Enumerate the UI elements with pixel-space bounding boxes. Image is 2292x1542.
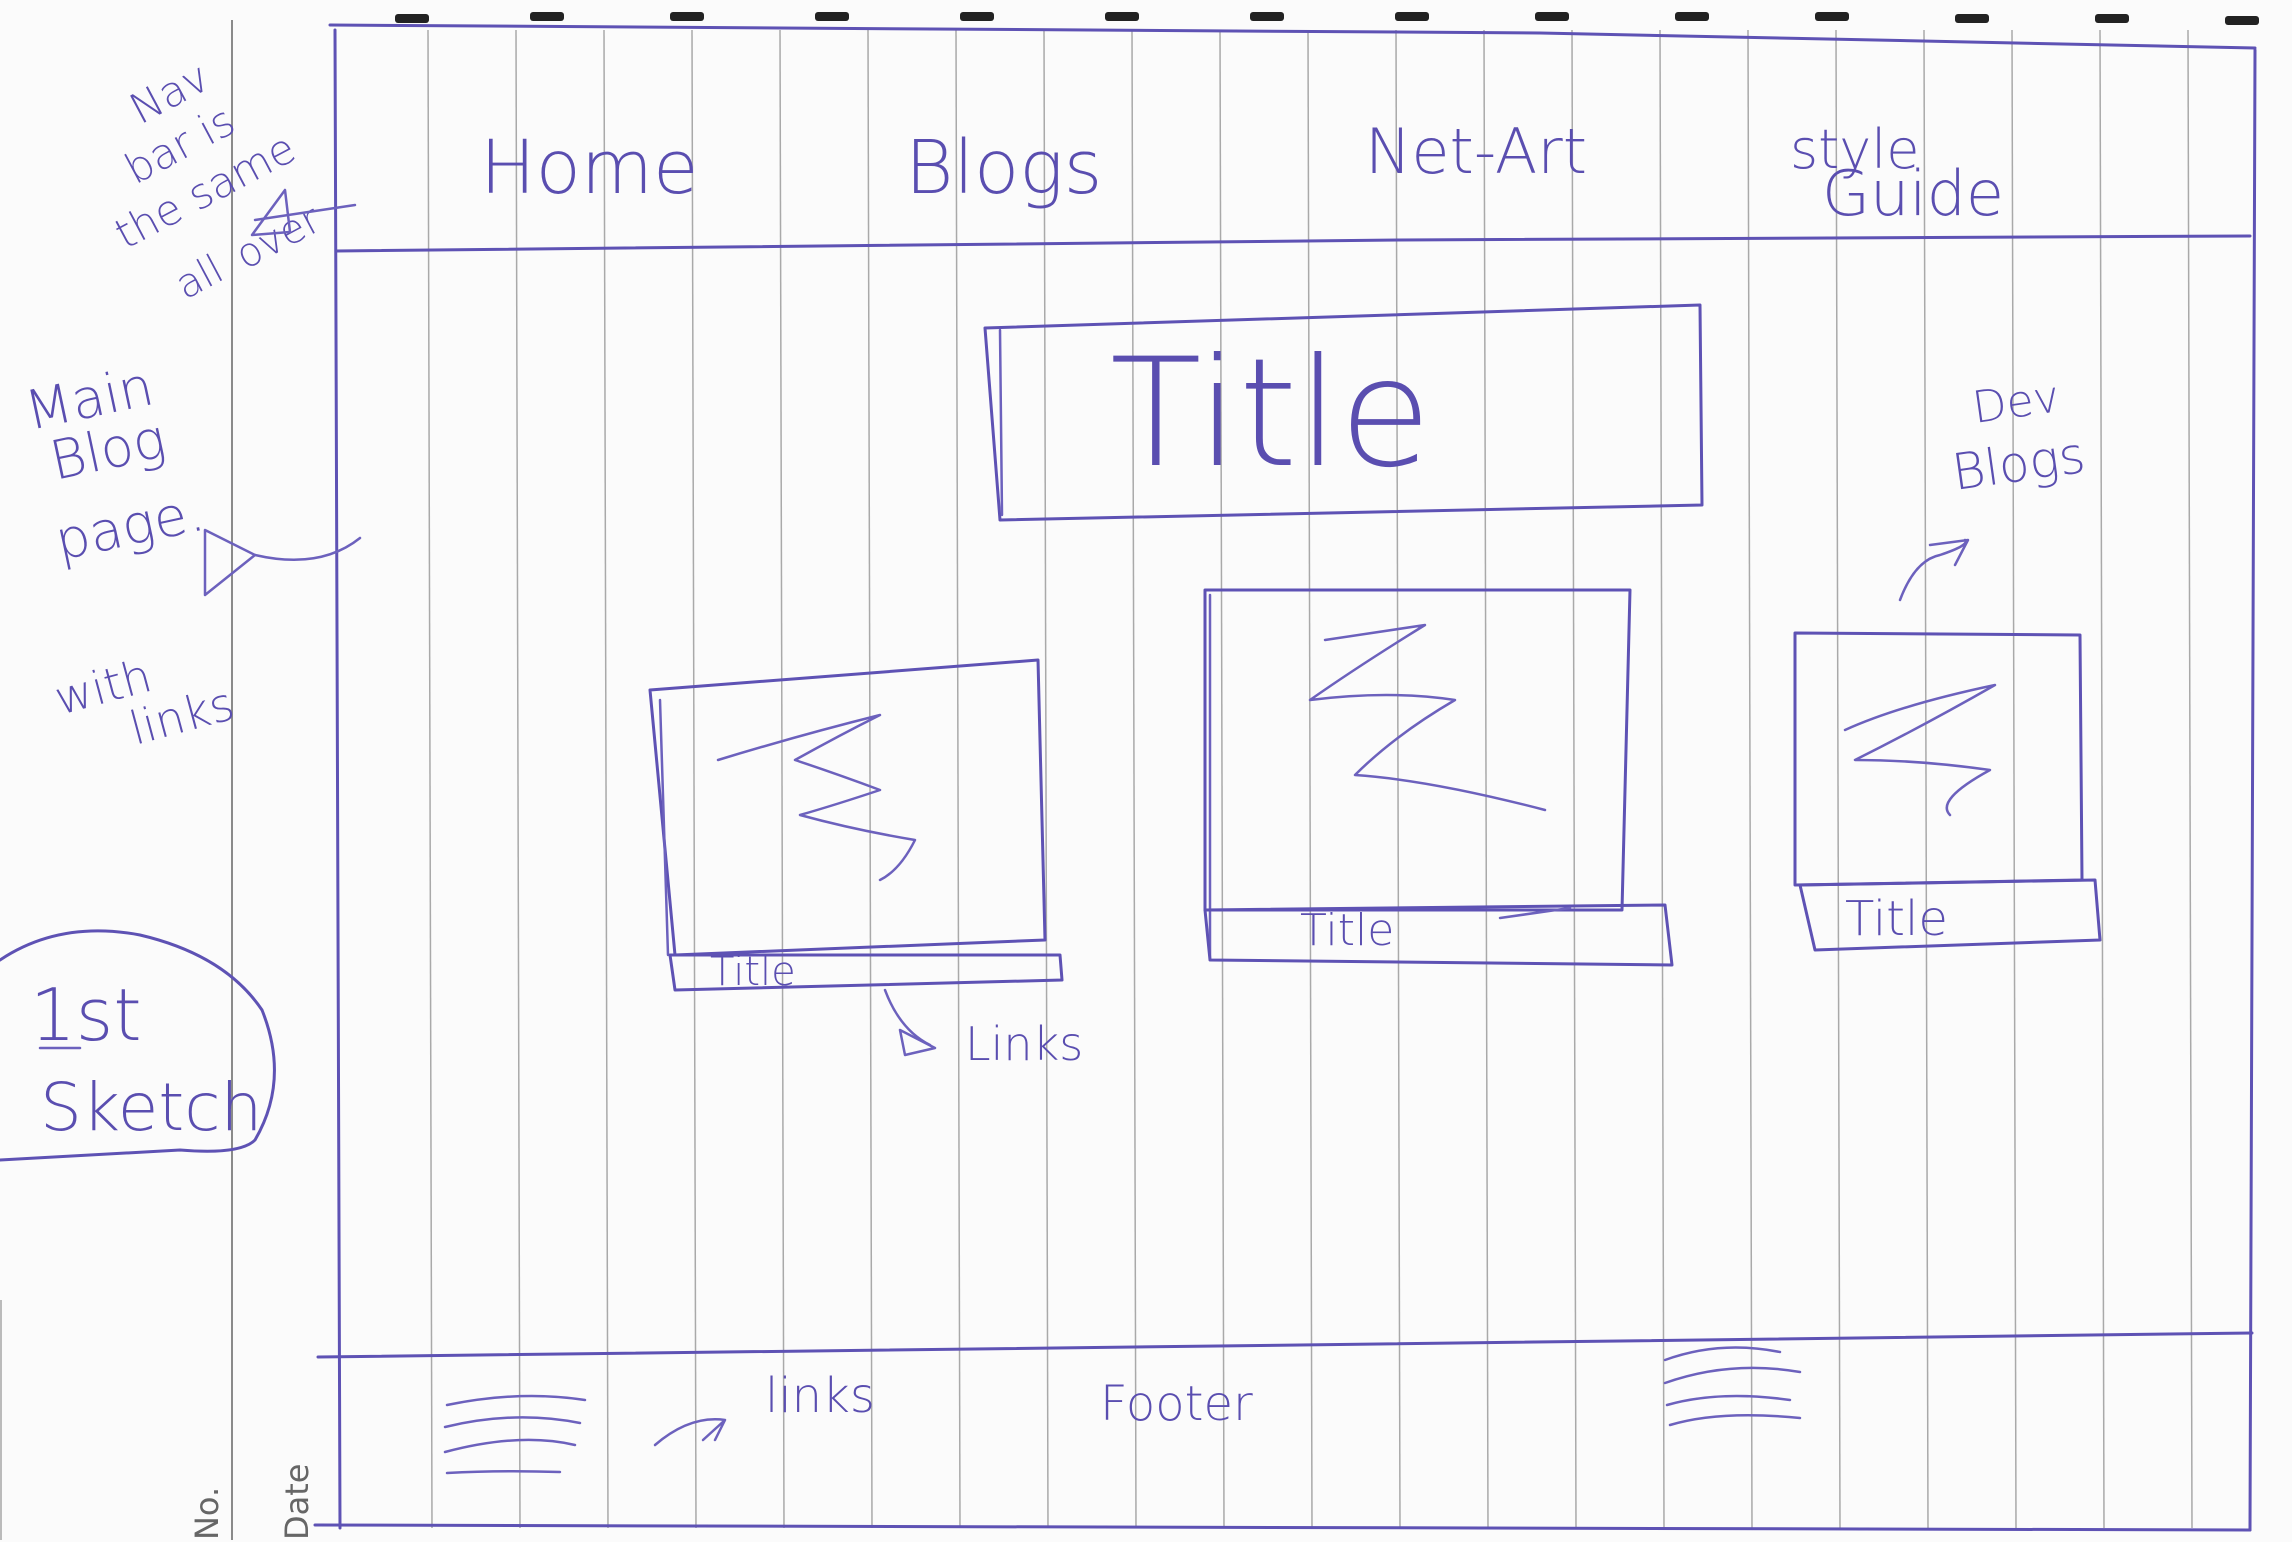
nav-home[interactable]: Home	[480, 125, 699, 211]
ruling-line	[1483, 29, 1489, 1529]
dev-blogs-line1: Dev	[1969, 371, 2062, 434]
ruling-line	[603, 29, 609, 1529]
ruling-line	[867, 29, 873, 1529]
ruling-line	[1043, 29, 1049, 1529]
paper-rulings	[427, 29, 2193, 1529]
ruling-line	[1307, 29, 1313, 1529]
footer-links[interactable]: links	[765, 1368, 875, 1424]
footer: links Footer	[316, 1331, 2254, 1475]
blog-card-3[interactable]: Title	[1793, 631, 2102, 952]
card-2-title[interactable]: Title	[1300, 905, 1394, 956]
nav-style-guide-line2[interactable]: Guide	[1822, 157, 2004, 230]
nav-note: Nav bar is the same all over	[107, 52, 357, 309]
first-sketch-line2: Sketch	[40, 1069, 262, 1146]
first-sketch-badge: 1st Sketch	[0, 929, 276, 1162]
nav-style-guide-line1[interactable]: style	[1790, 118, 1920, 181]
ruling-line	[1835, 29, 1841, 1529]
nav-blogs[interactable]: Blogs	[905, 125, 1102, 211]
ruling-line	[427, 29, 433, 1529]
ruling-line	[515, 29, 521, 1529]
nav-net-art[interactable]: Net-Art	[1365, 115, 1587, 188]
ruling-line	[2187, 29, 2193, 1529]
navbar: Home Blogs Net-Art style Guide	[334, 115, 2252, 253]
ruling-line	[1219, 29, 1225, 1529]
blog-card-1[interactable]: Title	[648, 658, 1064, 995]
links-arrow-label: Links	[965, 1017, 1083, 1071]
nav-note-line4: all	[168, 246, 231, 309]
main-blog-note: Main Blog page.	[20, 354, 362, 597]
ruling-line	[2011, 29, 2017, 1529]
margin-label-date: Date	[278, 1464, 316, 1540]
ruling-line	[2099, 29, 2105, 1529]
card-1-title[interactable]: Title	[710, 949, 796, 995]
ruling-line	[691, 29, 697, 1529]
ruling-line	[1659, 29, 1665, 1529]
first-sketch-line1: 1st	[30, 973, 142, 1057]
page-wireframe	[313, 23, 2257, 1532]
ruling-line	[1747, 29, 1753, 1529]
main-title-box: Title	[983, 303, 1704, 522]
dev-blogs-line2: Blogs	[1949, 426, 2089, 502]
margin-label-no: No.	[188, 1487, 226, 1540]
ruling-line	[779, 29, 785, 1529]
links-note: Links	[883, 988, 1083, 1071]
card-3-title[interactable]: Title	[1845, 891, 1948, 947]
ruling-line	[1571, 29, 1577, 1529]
with-links-note: with links	[49, 648, 240, 755]
main-note-line3: page.	[50, 480, 210, 573]
nav-note-line5: over	[228, 196, 329, 279]
ruling-line	[1131, 29, 1137, 1529]
blog-card-2[interactable]: Title	[1203, 588, 1674, 967]
main-title: Title	[1110, 327, 1431, 501]
footer-label: Footer	[1100, 1376, 1253, 1432]
ruling-line	[955, 29, 961, 1529]
dev-blogs-note: Dev Blogs	[1898, 371, 2089, 602]
binding-marks	[395, 12, 2259, 25]
ruling-line	[1923, 29, 1929, 1529]
